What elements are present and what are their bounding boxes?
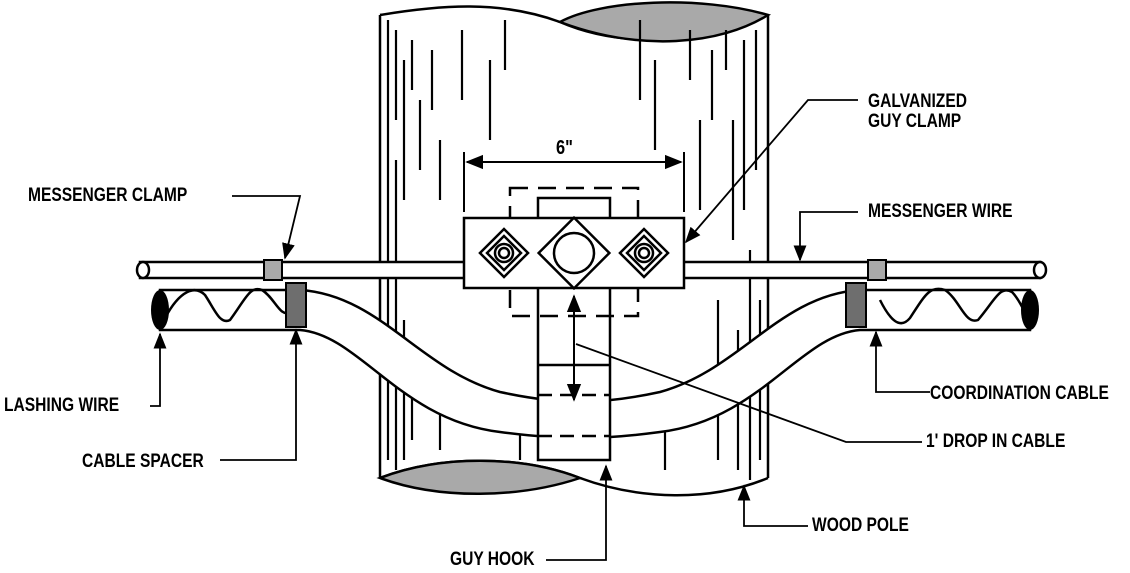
label-drop-in-cable: 1' DROP IN CABLE	[926, 431, 1066, 452]
label-galvanized-line1: GALVANIZED	[868, 91, 967, 112]
messenger-end-right	[1032, 260, 1048, 280]
clamp-bolt-center	[536, 215, 612, 291]
label-wood-pole: WOOD POLE	[812, 515, 909, 536]
cable-spacer-right	[845, 282, 867, 328]
cable-spacer-left	[285, 282, 307, 328]
cable-end-right	[1021, 290, 1039, 330]
messenger-clamp-left	[263, 259, 283, 281]
dimension-6in	[463, 152, 685, 212]
label-guy-hook: GUY HOOK	[450, 549, 535, 570]
label-lashing-wire: LASHING WIRE	[4, 395, 120, 416]
label-galvanized-line2: GUY CLAMP	[868, 111, 962, 132]
clamp-bolt-left	[478, 227, 530, 279]
messenger-clamp-right	[867, 259, 887, 281]
label-cable-spacer: CABLE SPACER	[82, 451, 204, 472]
pole-top-end-face	[557, 1, 772, 43]
pole-bottom-end-face	[376, 459, 584, 495]
clamp-bolt-right	[618, 227, 670, 279]
messenger-end-left	[135, 260, 151, 280]
label-coordination-cable: COORDINATION CABLE	[930, 383, 1109, 404]
leader-lines	[150, 99, 930, 561]
label-galvanized-guy-clamp: GALVANIZED GUY CLAMP	[868, 92, 967, 132]
label-messenger-wire: MESSENGER WIRE	[868, 201, 1013, 222]
wood-pole	[376, 1, 772, 497]
cable-end-left	[151, 290, 169, 330]
label-dimension: 6"	[556, 137, 573, 159]
lashing-wire	[163, 287, 1030, 325]
galvanized-guy-clamp	[462, 215, 686, 291]
label-messenger-clamp: MESSENGER CLAMP	[28, 185, 188, 206]
